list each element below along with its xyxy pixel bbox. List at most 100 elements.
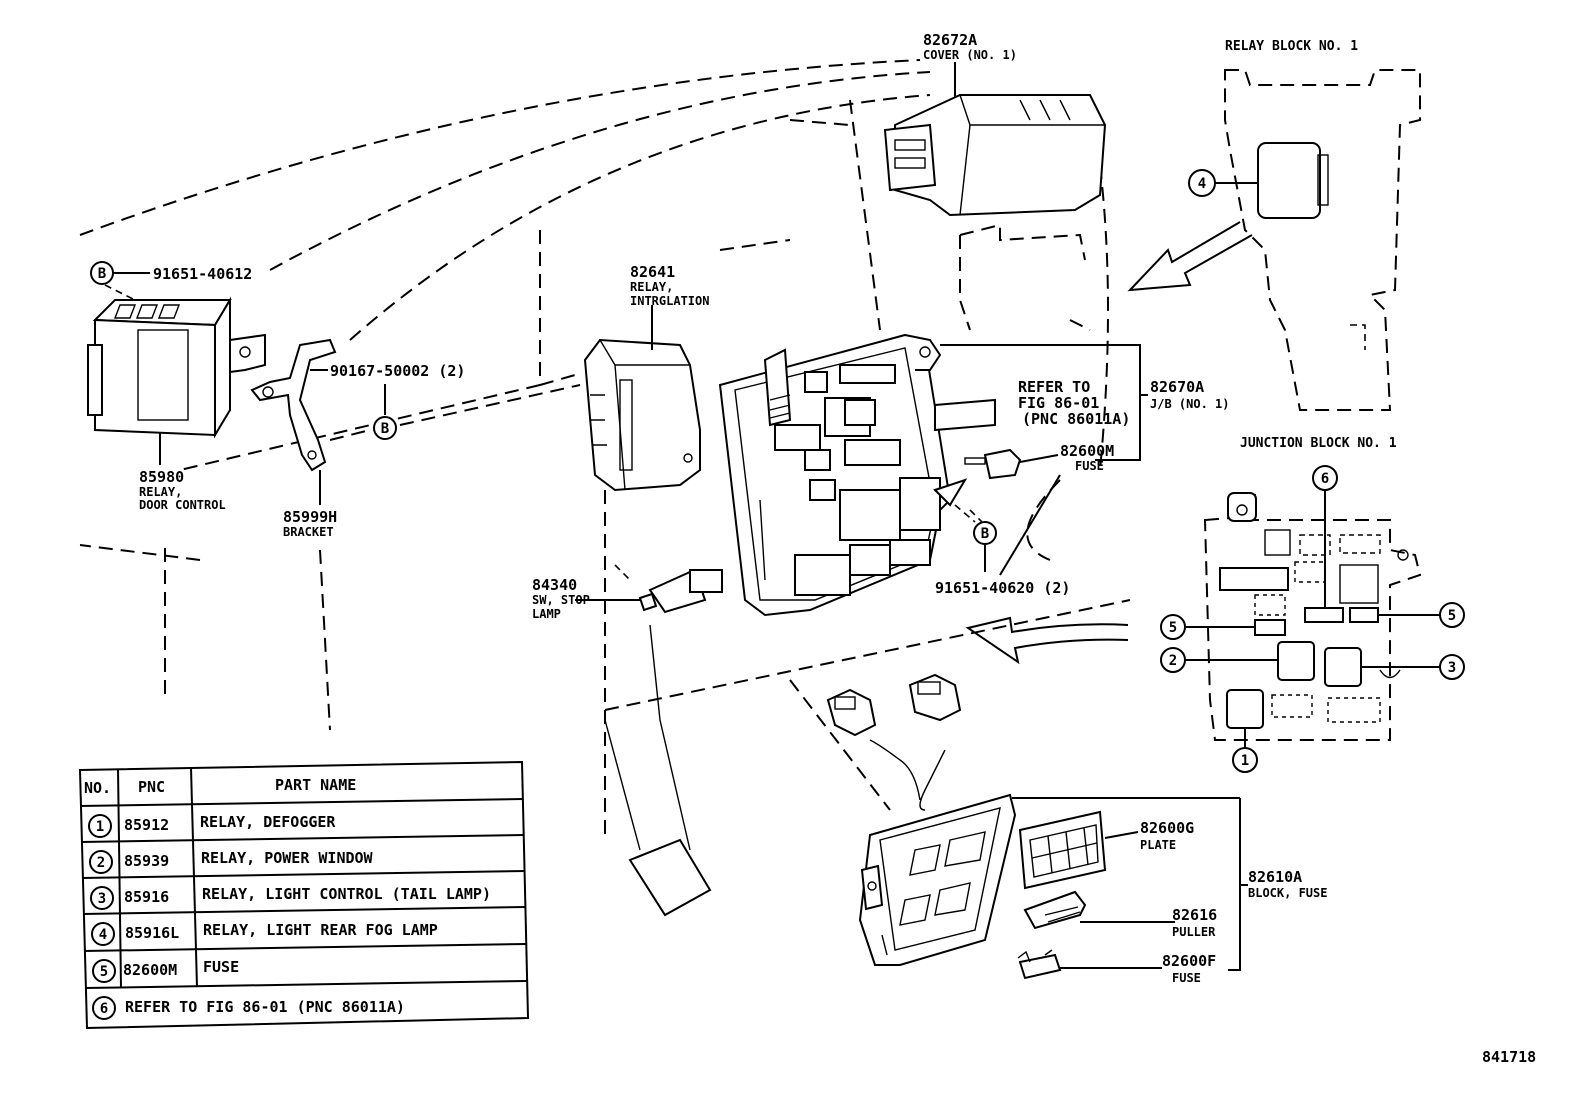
table-row-5-name: FUSE bbox=[203, 958, 239, 976]
integ-relay-pnc: 82641 bbox=[630, 263, 675, 281]
bolt-top-dashed bbox=[104, 284, 136, 301]
door-control-relay-drawing bbox=[87, 296, 266, 439]
screw-pnc: 90167-50002 (2) bbox=[330, 362, 465, 380]
stop-lamp-switch-drawing bbox=[614, 564, 723, 614]
fuse-block-name: BLOCK, FUSE bbox=[1248, 886, 1327, 900]
table-row-6-circle bbox=[92, 996, 116, 1020]
bolt-low-fuse-leader bbox=[999, 474, 1061, 576]
fuse-block-bracket bbox=[1228, 798, 1241, 971]
bolt-top-pnc: 91651-40612 bbox=[153, 265, 252, 283]
junction-block-title: JUNCTION BLOCK NO. 1 bbox=[1240, 436, 1397, 451]
bolt-top-b-marker: B bbox=[98, 266, 106, 282]
table-row-3-pnc: 85916 bbox=[124, 888, 169, 906]
table-row-3-no: 3 bbox=[98, 891, 106, 907]
stop-sw-name2: LAMP bbox=[532, 607, 561, 621]
table-header-pnc: PNC bbox=[138, 778, 165, 796]
bracket-pnc: 85999H bbox=[283, 508, 337, 526]
plate-leader bbox=[1104, 831, 1139, 839]
callout-4-circle bbox=[1188, 169, 1216, 197]
stop-sw-name1: SW, STOP bbox=[532, 593, 590, 607]
cover-pnc: 82672A bbox=[923, 31, 977, 49]
table-row-5-circle bbox=[92, 959, 116, 983]
plate-pnc: 82600G bbox=[1140, 819, 1194, 837]
junction-block-arrow bbox=[965, 616, 1129, 665]
fuse-m-drawing bbox=[964, 448, 1022, 480]
jb-name: J/B (NO. 1) bbox=[1150, 397, 1229, 411]
fuse-f-drawing bbox=[1017, 949, 1062, 980]
door-relay-name1: RELAY, bbox=[139, 485, 182, 499]
table-row-6-no: 6 bbox=[100, 1001, 108, 1017]
jb-pnc: 82670A bbox=[1150, 378, 1204, 396]
door-relay-name2: DOOR CONTROL bbox=[139, 498, 226, 512]
fuse-m-leader bbox=[1019, 454, 1059, 463]
table-row-5-no: 5 bbox=[100, 964, 108, 980]
bolt-low-b-circle bbox=[973, 521, 997, 545]
bolt-low-b-marker: B bbox=[981, 526, 989, 542]
bracket-drawing bbox=[250, 338, 337, 472]
callout-1-circle bbox=[1232, 747, 1258, 773]
callout-3-circle bbox=[1439, 654, 1465, 680]
callout-3-number: 3 bbox=[1448, 660, 1456, 676]
table-row-5-pnc: 82600M bbox=[123, 961, 177, 979]
fuse-m-name: FUSE bbox=[1075, 459, 1104, 473]
callout-4-number: 4 bbox=[1198, 176, 1206, 192]
table-row-4-pnc: 85916L bbox=[125, 924, 179, 942]
table-header-part-name: PART NAME bbox=[275, 776, 356, 794]
table-row-4-no: 4 bbox=[99, 927, 107, 943]
callout-2-circle bbox=[1160, 647, 1186, 673]
callout-6-number: 6 bbox=[1321, 471, 1329, 487]
fuse-m-pnc: 82600M bbox=[1060, 442, 1114, 460]
relay-block-outline bbox=[1224, 69, 1421, 411]
fuse-block-drawing bbox=[826, 673, 1017, 966]
callout-5-right-circle bbox=[1439, 602, 1465, 628]
table-row-2-name: RELAY, POWER WINDOW bbox=[201, 849, 374, 867]
table-row-3-circle bbox=[90, 886, 114, 910]
integration-relay-drawing bbox=[583, 338, 701, 492]
bolt-mid-b-circle bbox=[373, 416, 397, 440]
refer-line3: (PNC 86011A) bbox=[1022, 410, 1130, 428]
table-row-1-no: 1 bbox=[96, 819, 104, 835]
callout-1-number: 1 bbox=[1241, 753, 1249, 769]
fuse-f-pnc: 82600F bbox=[1162, 952, 1216, 970]
callout-6-circle bbox=[1312, 465, 1338, 491]
puller-name: PULLER bbox=[1172, 925, 1216, 939]
relay-block-title: RELAY BLOCK NO. 1 bbox=[1225, 39, 1358, 54]
table-row-4-circle bbox=[91, 922, 115, 946]
callout-2-number: 2 bbox=[1169, 653, 1177, 669]
callout-5-left-circle bbox=[1160, 614, 1186, 640]
relay-block-arrow bbox=[1127, 221, 1253, 292]
callout-5-left-number: 5 bbox=[1169, 620, 1177, 636]
plate-drawing bbox=[1018, 810, 1107, 890]
refer-relay-drawing bbox=[934, 398, 996, 432]
jb-bracket-leader bbox=[940, 344, 1141, 461]
stop-sw-pnc: 84340 bbox=[532, 576, 577, 594]
bolt-mid-b-marker: B bbox=[381, 421, 389, 437]
table-row-1-name: RELAY, DEFOGGER bbox=[200, 813, 336, 831]
table-header-no: NO. bbox=[84, 779, 111, 797]
table-row-2-circle bbox=[89, 850, 113, 874]
puller-drawing bbox=[1023, 890, 1087, 930]
refer-line1: REFER TO bbox=[1018, 378, 1090, 396]
table-row-3-name: RELAY, LIGHT CONTROL (TAIL LAMP) bbox=[202, 885, 491, 903]
bolt-mid-dashed-left bbox=[329, 429, 371, 441]
brake-pedal-drawing bbox=[604, 624, 712, 917]
puller-pnc: 82616 bbox=[1172, 906, 1217, 924]
table-row-2-pnc: 85939 bbox=[124, 852, 169, 870]
bracket-name: BRACKET bbox=[283, 525, 334, 539]
bolt-low-pnc: 91651-40620 (2) bbox=[935, 579, 1070, 597]
table-row-4-name: RELAY, LIGHT REAR FOG LAMP bbox=[203, 921, 438, 939]
table-row-6-name: REFER TO FIG 86-01 (PNC 86011A) bbox=[125, 998, 405, 1016]
cover-part-drawing bbox=[883, 94, 1107, 217]
bolt-low-dashed bbox=[954, 504, 976, 523]
jb-dashed-outline bbox=[959, 223, 1091, 331]
bolt-mid-dashed-right bbox=[399, 384, 581, 426]
parts-table bbox=[78, 760, 530, 1030]
refer-line2: FIG 86-01 bbox=[1018, 394, 1099, 412]
door-relay-pnc: 85980 bbox=[139, 468, 184, 486]
junction-block-outline bbox=[1203, 492, 1422, 741]
figure-number: 841718 bbox=[1482, 1048, 1536, 1066]
integ-relay-name1: RELAY, bbox=[630, 280, 673, 294]
integ-relay-name2: INTRGLATION bbox=[630, 294, 709, 308]
junction-block-drawing bbox=[718, 333, 968, 617]
